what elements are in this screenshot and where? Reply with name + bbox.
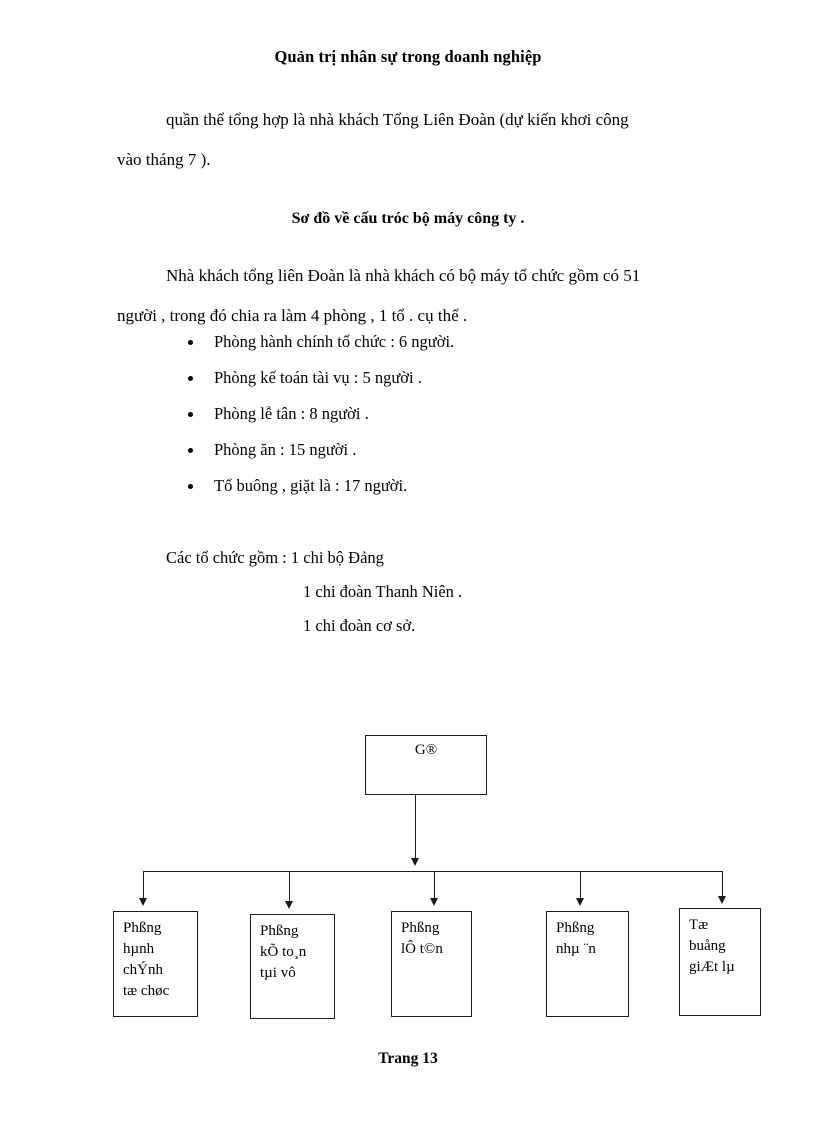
org-node-child-3[interactable]: Phßng lÔ t©n (391, 911, 472, 1017)
connector-root-vertical (415, 795, 417, 861)
arrow-head-3 (430, 898, 438, 906)
org-node-child-4[interactable]: Phßng nhµ ¨n (546, 911, 629, 1017)
list-item-label: Phòng lễ tân : 8 người . (214, 404, 369, 423)
bullet-icon (188, 412, 193, 417)
list-item: Phòng kế toán tài vụ : 5 người . (186, 360, 454, 396)
intro-line-1: quần thể tổng hợp là nhà khách Tổng Liên… (166, 110, 629, 129)
list-item: Phòng ăn : 15 người . (186, 432, 454, 468)
list-item: Phòng lễ tân : 8 người . (186, 396, 454, 432)
structure-line-1: Nhà khách tổng liên Đoàn là nhà khách có… (166, 266, 641, 285)
connector-drop-3 (434, 871, 436, 901)
section-heading: Sơ đồ về cấu tróc bộ máy công ty . (291, 210, 525, 227)
connector-horizontal-bus (143, 871, 723, 873)
connector-drop-5 (722, 871, 724, 899)
list-item-label: Phòng kế toán tài vụ : 5 người . (214, 368, 422, 387)
list-item: Phòng hành chính tổ chức : 6 người. (186, 324, 454, 360)
intro-paragraph: quần thể tổng hợp là nhà khách Tổng Liên… (117, 100, 699, 180)
list-item-label: Phòng ăn : 15 người . (214, 440, 357, 459)
org-node-child-5[interactable]: Tæ buång giÆt lµ (679, 908, 761, 1016)
running-header: Quản trị nhân sự trong doanh nghiệp (274, 47, 542, 66)
structure-line-2: người , trong đó chia ra làm 4 phòng , 1… (117, 306, 468, 325)
department-list: Phòng hành chính tổ chức : 6 người. Phòn… (186, 324, 454, 504)
org-node-root[interactable]: G® (365, 735, 487, 795)
structure-paragraph: Nhà khách tổng liên Đoàn là nhà khách có… (117, 256, 699, 336)
list-item: Tổ buông , giặt là : 17 người. (186, 468, 454, 504)
bullet-icon (188, 448, 193, 453)
arrow-head-4 (576, 898, 584, 906)
organization-list: Các tổ chức gồm : 1 chi bộ Đảng 1 chi đo… (166, 541, 462, 643)
organization-item: 1 chi đoàn Thanh Niên . (303, 582, 463, 601)
page-footer: Trang 13 (378, 1050, 438, 1067)
org-node-child-1[interactable]: Phßng hµnh chÝnh tæ chøc (113, 911, 198, 1017)
arrow-head-2 (285, 901, 293, 909)
connector-drop-1 (143, 871, 145, 901)
list-item-label: Phòng hành chính tổ chức : 6 người. (214, 332, 455, 351)
bullet-icon (188, 376, 193, 381)
organization-item: 1 chi đoàn cơ sở. (303, 616, 416, 635)
arrow-head-root (411, 858, 419, 866)
bullet-icon (188, 340, 193, 345)
intro-line-2: vào tháng 7 ). (117, 150, 211, 169)
org-node-child-2[interactable]: Phßng kÕ to¸n tµi vô (250, 914, 335, 1019)
arrow-head-5 (718, 896, 726, 904)
connector-drop-4 (580, 871, 582, 901)
bullet-icon (188, 484, 193, 489)
organization-lead: Các tổ chức gồm : 1 chi bộ Đảng (166, 548, 384, 567)
list-item-label: Tổ buông , giặt là : 17 người. (214, 476, 408, 495)
arrow-head-1 (139, 898, 147, 906)
connector-drop-2 (289, 871, 291, 904)
